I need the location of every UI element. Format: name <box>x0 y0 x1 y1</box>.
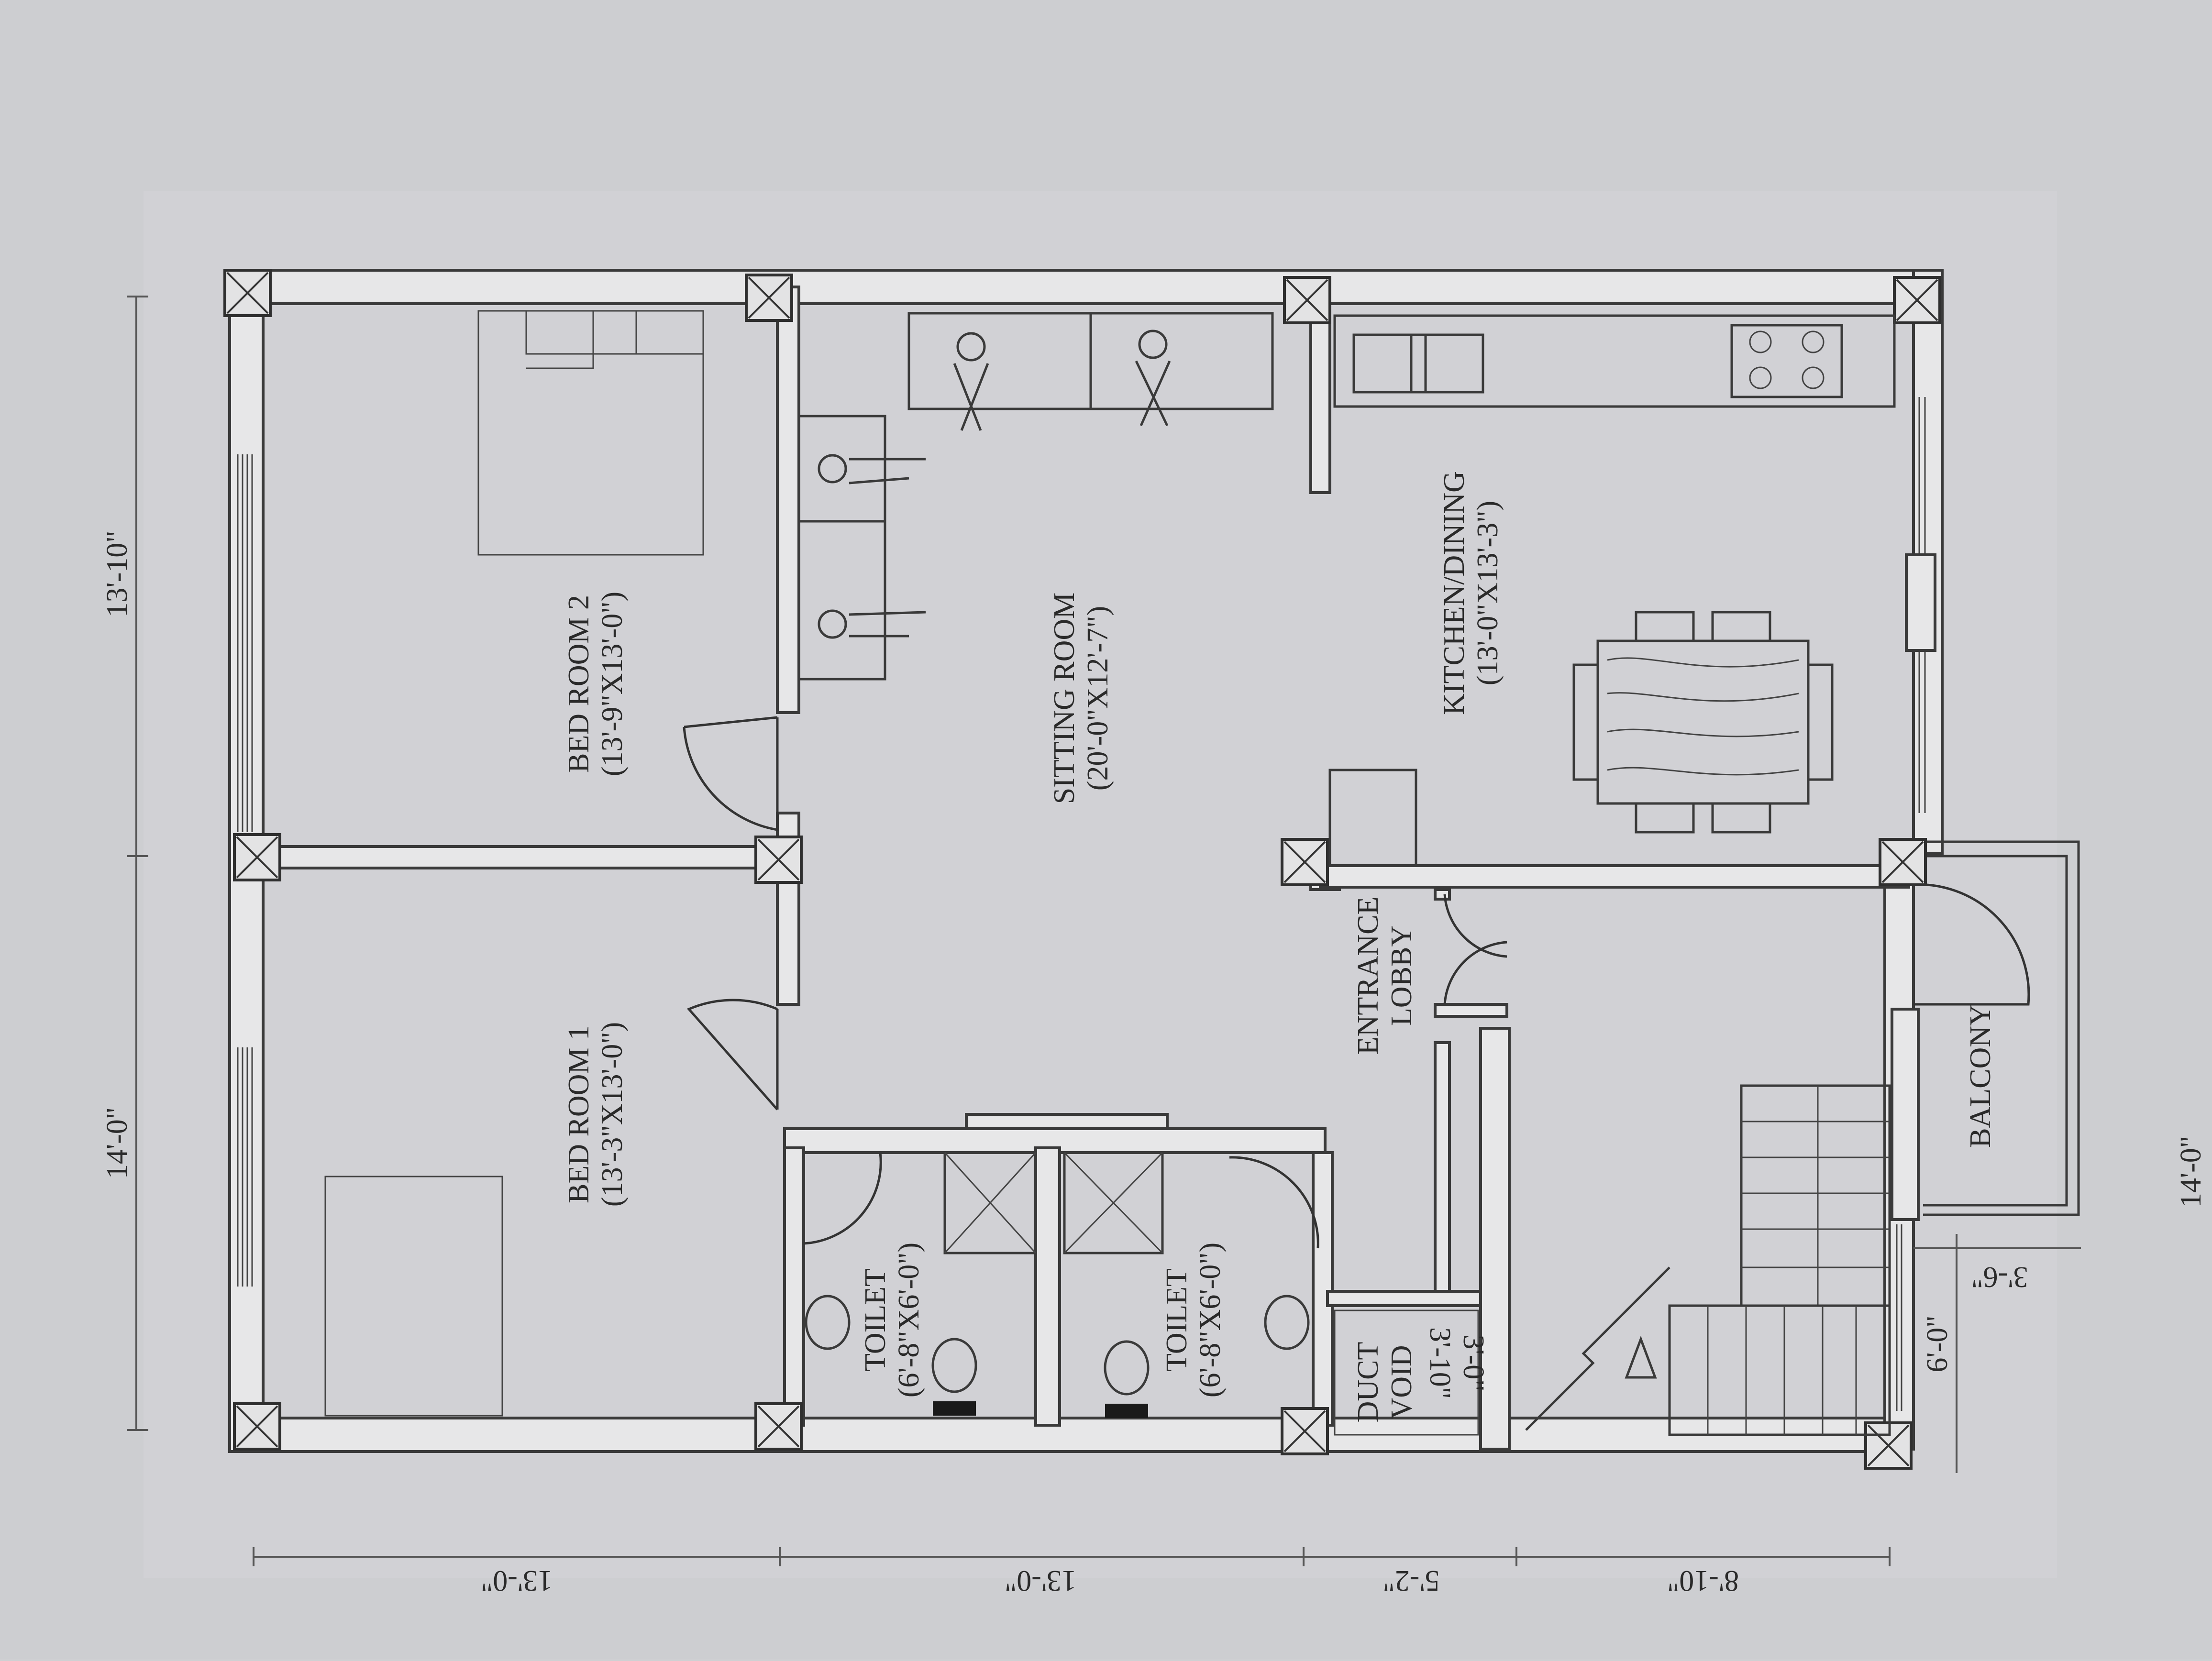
bedroom1-name: BED ROOM 1 <box>563 1025 595 1203</box>
kitchen-name: KITCHEN/DINING <box>1438 471 1471 715</box>
kitchen-label: KITCHEN/DINING (13'-0"X13'-3") <box>1438 471 1504 715</box>
dim-left-bottom: 14'-0" <box>101 1107 133 1179</box>
dim-bottom-4: 8'-10" <box>1667 1564 1739 1597</box>
interior-walls <box>252 286 1920 1451</box>
kitchen-size: (13'-0"X13'-3") <box>1471 501 1504 685</box>
column <box>233 1402 281 1451</box>
toilet1-name: TOILET <box>859 1268 892 1372</box>
duct-name: DUCT <box>1352 1342 1384 1423</box>
bedroom2-name: BED ROOM 2 <box>563 595 595 773</box>
dim-right-edge: 14'-0" <box>2175 1136 2207 1208</box>
duct-dims-2: 3'-0" <box>1457 1334 1490 1391</box>
column <box>1281 1407 1329 1455</box>
lobby-name-2: LOBBY <box>1385 925 1418 1026</box>
lobby-label: ENTRANCE LOBBY <box>1352 897 1418 1055</box>
bedroom1-size: (13'-3"X13'-0") <box>596 1022 629 1207</box>
column <box>754 1402 803 1451</box>
column <box>1879 838 1927 886</box>
column <box>233 833 281 881</box>
toilet1-label: TOILET (6'-8"X6'-0") <box>859 1243 925 1397</box>
doors <box>683 716 2030 1249</box>
room-labels: BED ROOM 2 (13'-9"X13'-0") BED ROOM 1 (1… <box>563 471 1997 1422</box>
lobby-name: ENTRANCE <box>1352 897 1384 1055</box>
duct-dim-1: 3'-10" <box>1424 1327 1456 1399</box>
dim-bottom-3-text: 5'-2" <box>1382 1564 1439 1597</box>
balcony-label: BALCONY <box>1964 1004 1997 1148</box>
duct-label: DUCT VOID <box>1352 1342 1418 1423</box>
dim-bottom-2: 13'-0" <box>1005 1564 1076 1597</box>
dim-right-1-text: 3'-6" <box>1971 1261 2028 1293</box>
duct-dim-2: 3'-0" <box>1457 1334 1490 1391</box>
balcony-name: BALCONY <box>1964 1004 1997 1148</box>
duct-dims: 3'-10" <box>1424 1327 1456 1399</box>
duct-name-2: VOID <box>1385 1345 1418 1419</box>
dim-left-top-text: 13'-10" <box>101 530 133 617</box>
dim-right-2-text: 6'-0" <box>1921 1315 1954 1372</box>
dim-right-1: 3'-6" <box>1971 1261 2028 1293</box>
dim-bottom-2-text: 13'-0" <box>1005 1564 1076 1597</box>
column <box>1893 276 1941 324</box>
dim-bottom-1: 13'-0" <box>481 1564 553 1597</box>
toilet2-name: TOILET <box>1161 1268 1193 1372</box>
dim-bottom-1-text: 13'-0" <box>481 1564 553 1597</box>
bedroom1-label: BED ROOM 1 (13'-3"X13'-0") <box>563 1022 629 1207</box>
sitting-room-size: (20'-0"X12'-7") <box>1082 606 1114 791</box>
dimension-lines <box>127 296 2081 1566</box>
dim-left-top: 13'-10" <box>101 530 133 617</box>
bedroom2-label: BED ROOM 2 (13'-9"X13'-0") <box>563 592 629 776</box>
dim-right-2: 6'-0" <box>1921 1315 1954 1372</box>
bedroom2-size: (13'-9"X13'-0") <box>596 592 629 776</box>
staircase <box>1525 1084 1891 1436</box>
toilet1-size: (6'-8"X6'-0") <box>893 1243 925 1397</box>
sitting-room-label: SITTING ROOM (20'-0"X12'-7") <box>1048 593 1114 804</box>
column <box>745 274 793 322</box>
toilet2-size: (6'-8"X6'-0") <box>1194 1243 1227 1397</box>
dim-right-edge-text: 14'-0" <box>2175 1136 2207 1208</box>
columns <box>223 269 1941 1470</box>
column <box>223 269 272 317</box>
windows <box>237 397 1936 1411</box>
dim-bottom-4-text: 8'-10" <box>1667 1564 1739 1597</box>
toilet2-label: TOILET (6'-8"X6'-0") <box>1161 1243 1227 1397</box>
dim-bottom-3: 5'-2" <box>1382 1564 1439 1597</box>
sitting-room-name: SITTING ROOM <box>1048 593 1081 804</box>
balcony-outline <box>1913 840 2080 1216</box>
column <box>1283 276 1331 324</box>
column <box>754 836 803 884</box>
furniture <box>324 310 1896 1436</box>
dimension-labels: 13'-10" 14'-0" 13'-0" 13'-0" 5'-2" 8'-10… <box>101 530 2207 1597</box>
dim-left-bottom-text: 14'-0" <box>101 1107 133 1179</box>
column <box>1281 838 1329 886</box>
